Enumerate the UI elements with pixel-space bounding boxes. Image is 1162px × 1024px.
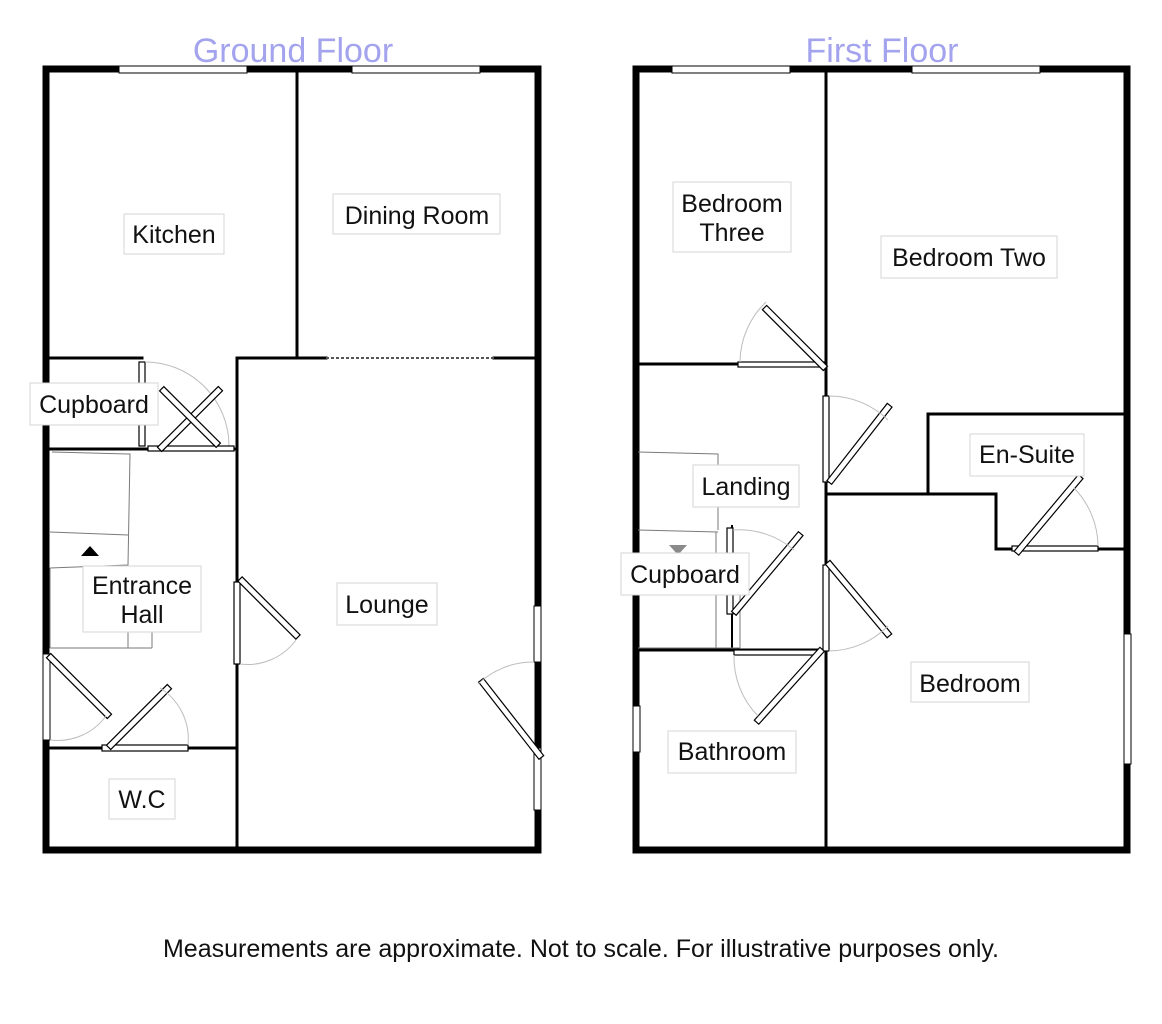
bedroom-door[interactable] [824, 559, 893, 639]
bathroom-label-box [667, 730, 797, 774]
wc-door[interactable] [105, 683, 173, 751]
ground-floor: Ground Floor [29, 32, 545, 854]
dining-room-label-box [332, 193, 501, 235]
lounge-door-frame [233, 581, 241, 665]
first-cupboard-label: Cupboard [630, 561, 740, 589]
lounge-window-upper [533, 605, 542, 663]
bedroom-door-frame [822, 564, 830, 652]
bedroom-three-window [671, 65, 791, 74]
entrance-hall-label-line1: Entrance [92, 572, 192, 600]
ground-outer-wall [42, 65, 542, 854]
lounge-label: Lounge [345, 591, 428, 619]
ground-room-labels: Kitchen Dining Room Cupboard Entrance Ha… [29, 193, 501, 820]
bathroom-window [632, 705, 641, 753]
en-suite-door[interactable] [1013, 473, 1084, 557]
ground-windows [42, 65, 542, 811]
ground-cupboard-label: Cupboard [39, 391, 149, 419]
ground-cupboard-label-box [29, 382, 159, 426]
en-suite-label-box [969, 433, 1085, 477]
floor-plan: Ground Floor [29, 32, 1132, 854]
first-cupboard-label-box [620, 552, 750, 596]
bedroom-label: Bedroom [919, 670, 1020, 698]
kitchen-window [118, 65, 248, 74]
bedroom-label-box [910, 661, 1030, 703]
en-suite-label: En-Suite [979, 441, 1075, 469]
bedroom-two-door-frame [822, 395, 830, 483]
landing-label-box [692, 464, 800, 508]
lounge-label-box [336, 582, 438, 626]
bathroom-door-sill [733, 649, 821, 656]
stair-arrow-down-icon [669, 545, 687, 555]
lounge-side-door[interactable] [477, 677, 545, 761]
bedroom-three-label-line2: Three [699, 219, 764, 247]
disclaimer: Measurements are approximate. Not to sca… [0, 934, 1162, 964]
first-windows [632, 65, 1132, 765]
stair-arrow-up-icon [81, 546, 99, 556]
bedroom-three-door-sill [737, 361, 825, 368]
first-floor-title: First Floor [806, 32, 959, 70]
bedroom-window [1123, 633, 1132, 765]
bathroom-door[interactable] [753, 646, 826, 726]
bathroom-label: Bathroom [678, 738, 786, 766]
bedroom-three-door[interactable] [761, 304, 829, 372]
bedroom-three-label-box [672, 181, 792, 253]
ground-doors [45, 361, 545, 761]
wc-label: W.C [118, 786, 165, 814]
kitchen-door-2[interactable] [158, 385, 222, 449]
bedroom-two-label: Bedroom Two [892, 244, 1046, 272]
bedroom-three-label-line1: Bedroom [681, 190, 782, 218]
wc-label-box [108, 778, 176, 820]
entrance-hall-label-line2: Hall [120, 601, 163, 629]
kitchen-label-box [123, 213, 225, 255]
lounge-door[interactable] [237, 576, 301, 640]
landing-label: Landing [702, 473, 791, 501]
bedroom-two-label-box [880, 235, 1058, 279]
first-floor: First Floor [620, 32, 1132, 854]
bedroom-two-door[interactable] [826, 402, 893, 486]
front-door[interactable] [45, 652, 113, 720]
wc-door-sill [101, 744, 189, 752]
ground-floor-title: Ground Floor [193, 32, 393, 70]
first-room-labels: Bedroom Three Bedroom Two En-Suite Landi… [620, 181, 1085, 774]
kitchen-label: Kitchen [132, 221, 215, 249]
hall-side-window [42, 653, 51, 741]
en-suite-door-sill [1011, 545, 1099, 552]
dining-window [351, 65, 481, 74]
first-outer-wall [632, 65, 1131, 854]
bedroom-two-window [911, 65, 1041, 74]
disclaimer-text: Measurements are approximate. Not to sca… [162, 935, 999, 963]
first-doors [726, 301, 1099, 726]
entrance-hall-label-box [82, 565, 202, 633]
dining-room-label: Dining Room [345, 202, 490, 230]
kitchen-door-sill [147, 445, 235, 452]
